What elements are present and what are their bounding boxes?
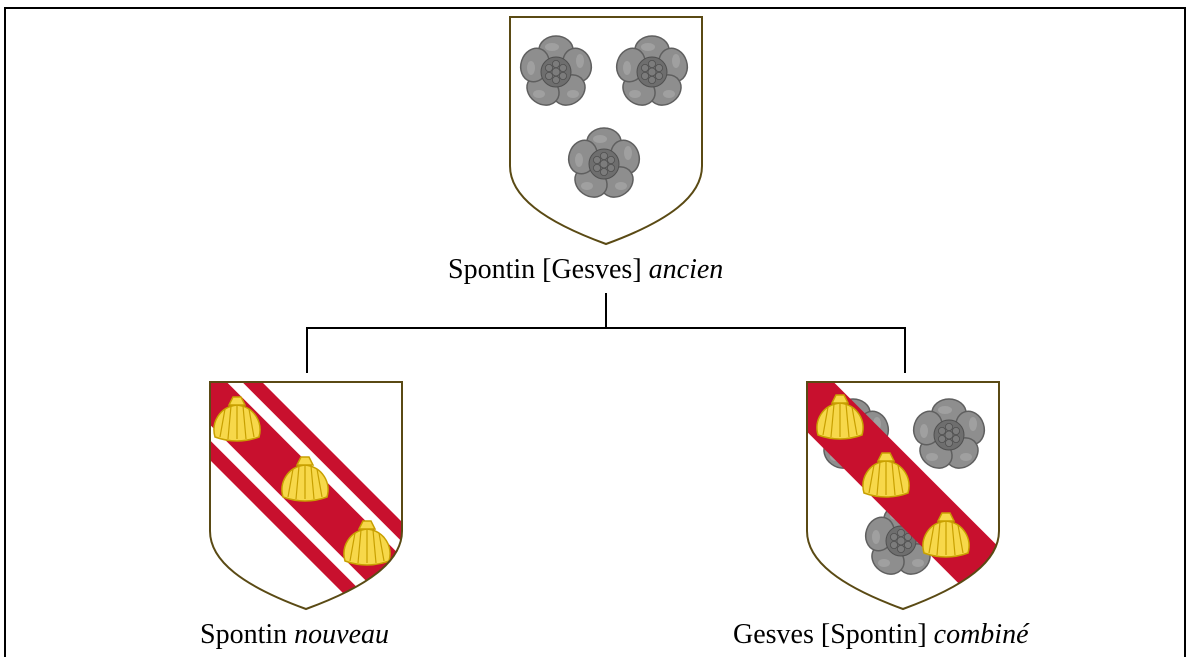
root-qualifier: ancien xyxy=(649,254,724,285)
left-qualifier: nouveau xyxy=(294,619,389,650)
root-caption: Spontin [Gesves] ancien xyxy=(448,256,723,284)
shield-root-icon xyxy=(509,16,703,246)
right-caption: Gesves [Spontin] combiné xyxy=(733,621,1029,649)
shield-spontin-nouveau-icon xyxy=(209,381,403,611)
root-name: Spontin [Gesves] xyxy=(448,254,642,285)
left-caption: Spontin nouveau xyxy=(200,621,389,649)
right-qualifier: combiné xyxy=(934,619,1029,650)
shield-gesves-combine-icon xyxy=(806,381,1000,611)
right-name: Gesves [Spontin] xyxy=(733,619,927,650)
connector-horizontal xyxy=(306,327,906,329)
left-name: Spontin xyxy=(200,619,287,650)
connector-left-drop xyxy=(306,327,308,373)
connector-root-stem xyxy=(605,293,607,328)
connector-right-drop xyxy=(904,327,906,373)
